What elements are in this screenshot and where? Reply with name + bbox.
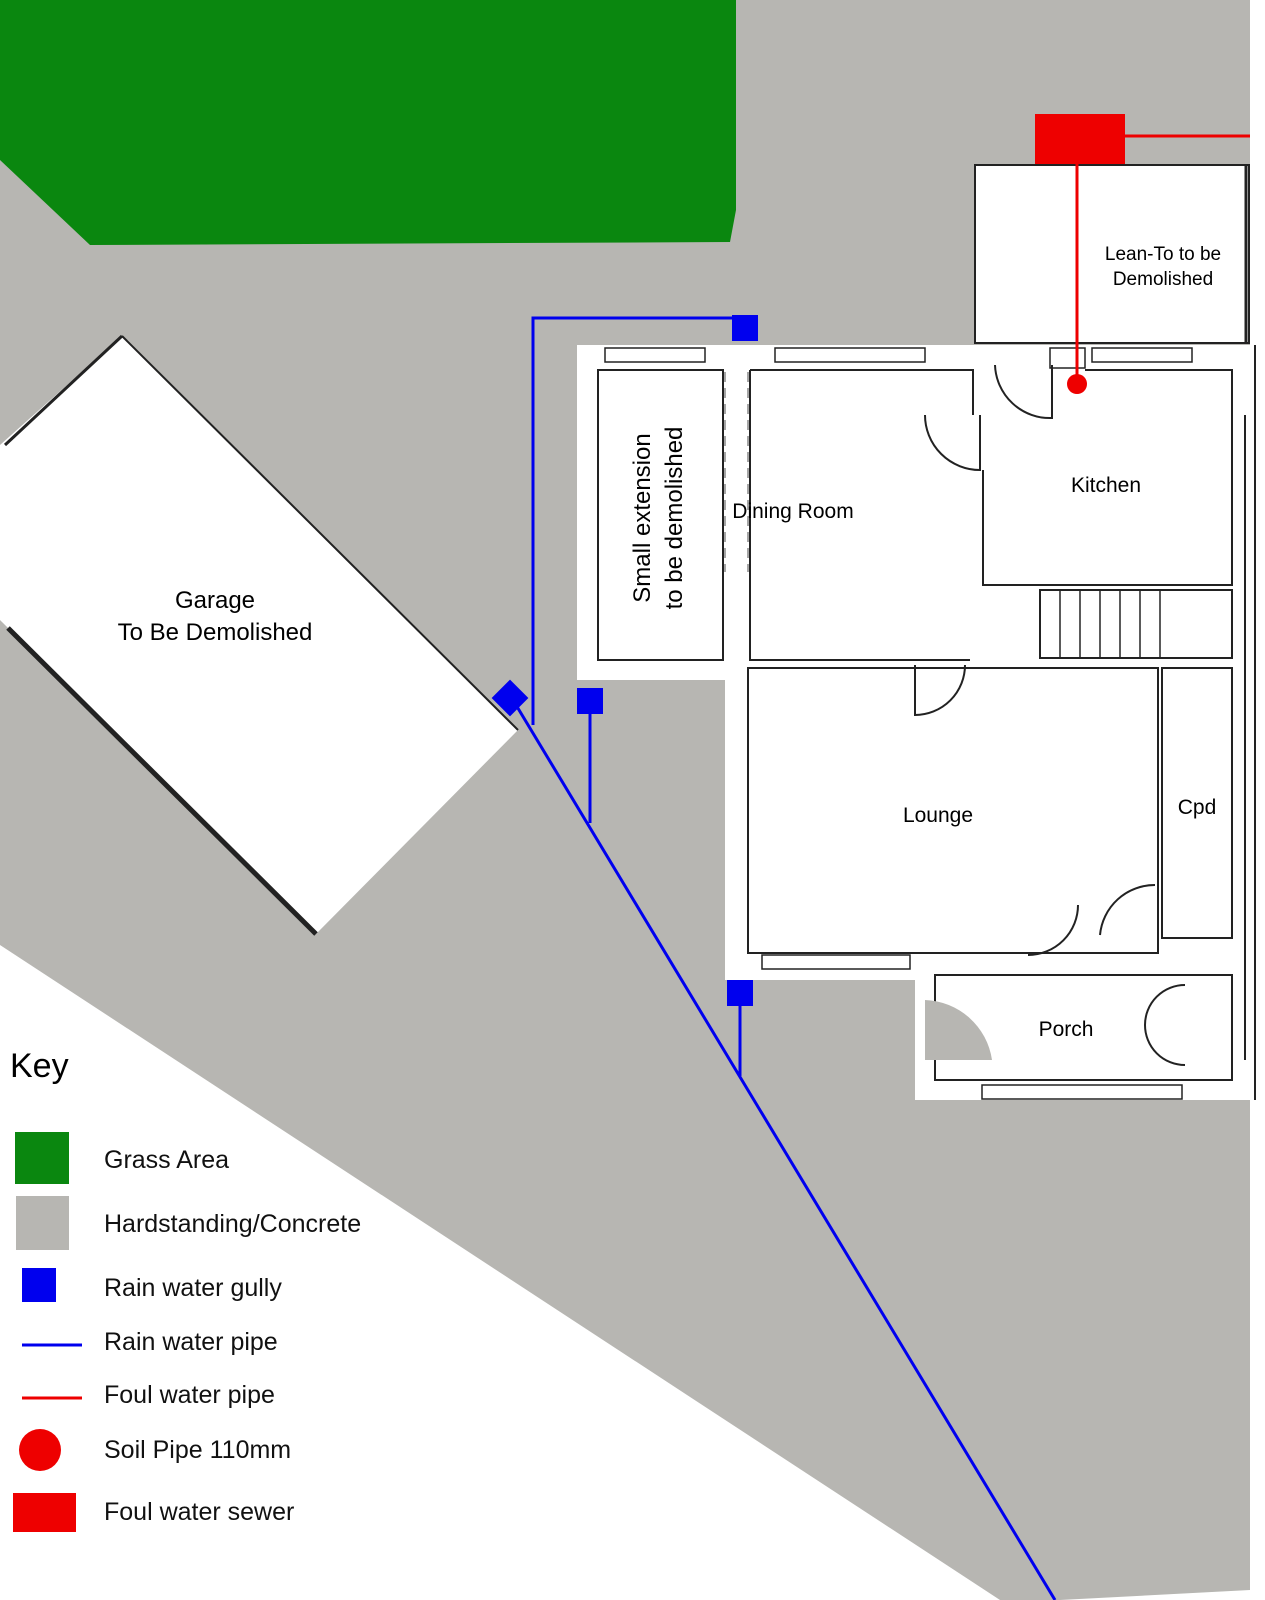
garage-wall-top	[3, 334, 124, 447]
rain-water-pipes	[508, 316, 1057, 1600]
door-swings	[914, 364, 1186, 1066]
stair-treads	[1059, 590, 1161, 658]
key-label-concrete: Hardstanding/Concrete	[104, 1210, 361, 1238]
rain-water-gully	[727, 980, 753, 1006]
cpd-label: Cpd	[1178, 796, 1217, 819]
foul-water-sewer	[1035, 114, 1125, 164]
garage-wall-top2	[121, 335, 519, 731]
dining-room-label: Dining Room	[732, 500, 853, 523]
lean-to-label-2: Demolished	[1113, 269, 1213, 290]
key-label-soil-pipe: Soil Pipe 110mm	[104, 1436, 291, 1464]
small-extension-label-1: Small extension	[629, 433, 656, 602]
key-soil-pipe-symbol	[19, 1429, 61, 1471]
rain-water-gully	[732, 315, 758, 341]
key-label-foul-sewer: Foul water sewer	[104, 1498, 294, 1526]
key-title: Key	[10, 1047, 69, 1085]
garage-label-2: To Be Demolished	[118, 619, 313, 646]
garage-label-1: Garage	[175, 587, 255, 614]
key-foul-sewer-symbol	[13, 1493, 76, 1532]
grass-area	[0, 0, 736, 245]
porch-label: Porch	[1039, 1018, 1094, 1041]
small-extension-label-2: to be demolished	[661, 427, 688, 610]
house-footprint	[577, 345, 1255, 1100]
kitchen-label: Kitchen	[1071, 474, 1141, 497]
key-grass-swatch	[15, 1132, 69, 1184]
key-rain-gully-symbol	[22, 1268, 56, 1302]
lounge-label: Lounge	[903, 804, 973, 827]
lean-to	[974, 164, 1250, 344]
rain-water-gully	[491, 679, 529, 717]
key-label-rain-gully: Rain water gully	[104, 1274, 282, 1302]
soil-pipe	[1067, 374, 1087, 394]
key-label-foul-pipe: Foul water pipe	[104, 1381, 275, 1409]
white-lower-left	[0, 945, 1000, 1600]
key-label-rain-pipe: Rain water pipe	[104, 1328, 278, 1356]
windows	[604, 347, 1193, 1100]
garage-wall-bottom	[6, 626, 318, 936]
dashed-partition	[724, 372, 749, 572]
key-label-grass: Grass Area	[104, 1146, 229, 1174]
garage	[0, 336, 518, 934]
porch-door-swing	[925, 1000, 992, 1060]
rain-water-gully	[577, 688, 603, 714]
key-concrete-swatch	[16, 1196, 69, 1250]
room-walls	[597, 345, 1256, 1100]
lean-to-label-1: Lean-To to be	[1105, 244, 1221, 265]
